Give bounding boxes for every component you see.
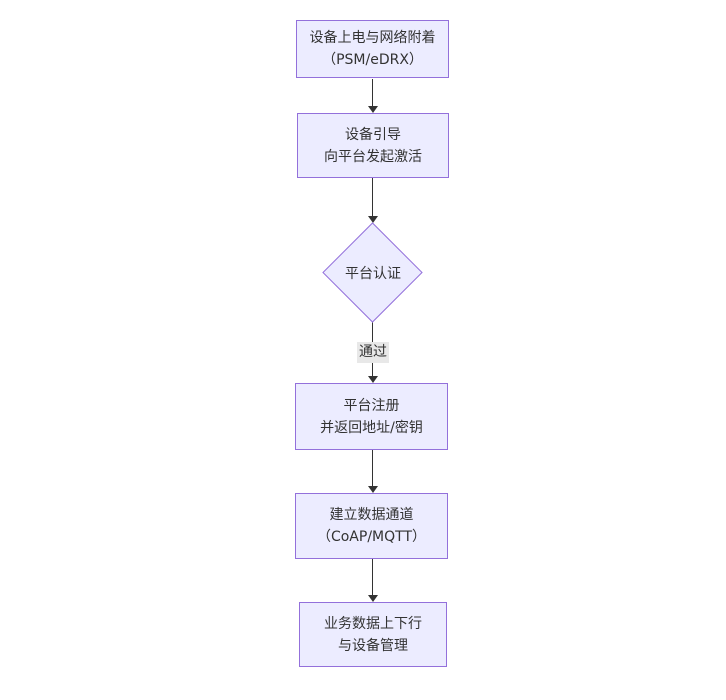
- node-register-line1: 平台注册: [343, 397, 400, 414]
- node-business-data-line1: 业务数据上下行: [324, 615, 422, 632]
- node-power-attach-line1: 设备上电与网络附着: [309, 30, 436, 46]
- node-platform-auth: 平台认证: [321, 222, 425, 323]
- edge-line-register-to-channel: [372, 450, 373, 486]
- node-platform-auth-label: 平台认证: [345, 265, 401, 282]
- edge-line-bootstrap-to-auth: [372, 178, 373, 216]
- edge-label-pass: 通过: [357, 342, 389, 363]
- edge-line-power-to-bootstrap: [372, 79, 373, 106]
- arrowhead-channel: [368, 486, 378, 493]
- node-power-attach: 设备上电与网络附着 （PSM/eDRX）: [296, 20, 449, 78]
- node-register-line2: 并返回地址/密钥: [320, 419, 423, 436]
- edge-line-channel-to-business: [372, 559, 373, 595]
- node-data-channel-line1: 建立数据通道: [329, 507, 414, 523]
- node-bootstrap: 设备引导 向平台发起激活: [297, 113, 449, 178]
- node-bootstrap-line2: 向平台发起激活: [324, 148, 422, 165]
- node-data-channel-line2: （CoAP/MQTT）: [316, 529, 427, 545]
- node-register: 平台注册 并返回地址/密钥: [295, 383, 448, 450]
- node-business-data: 业务数据上下行 与设备管理: [299, 602, 447, 667]
- arrowhead-auth: [368, 216, 378, 223]
- node-bootstrap-line1: 设备引导: [345, 126, 401, 143]
- arrowhead-business: [368, 595, 378, 602]
- arrowhead-bootstrap: [368, 106, 378, 113]
- node-data-channel: 建立数据通道 （CoAP/MQTT）: [295, 493, 448, 559]
- arrowhead-register: [368, 376, 378, 383]
- node-power-attach-line2: （PSM/eDRX）: [322, 52, 423, 68]
- node-business-data-line2: 与设备管理: [338, 637, 408, 654]
